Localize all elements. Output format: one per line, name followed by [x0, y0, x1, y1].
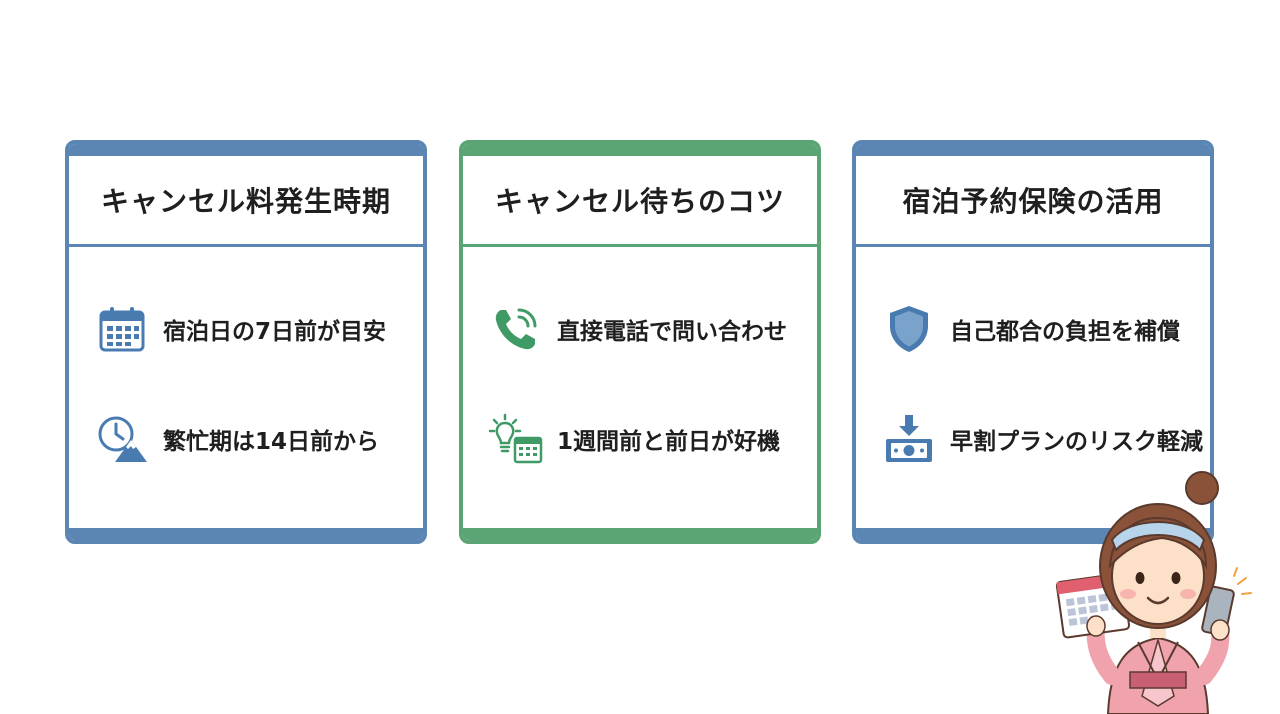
card-title: キャンセル料発生時期 [69, 156, 423, 247]
lightbulb-calendar-icon [489, 412, 543, 466]
card-cancellation-fee-timing: キャンセル料発生時期 宿泊日の7日前が目安 [65, 140, 427, 544]
card-item-text: 1週間前と前日が好機 [557, 429, 781, 455]
clock-mountain-icon [95, 412, 149, 466]
card-item-text: 自己都合の負担を補償 [950, 319, 1180, 345]
card-item: 1週間前と前日が好機 [489, 409, 807, 469]
shield-icon [882, 302, 936, 356]
card-item-text: 早割プランのリスク軽減 [950, 429, 1203, 455]
money-download-icon [882, 412, 936, 466]
card-item-text: 宿泊日の7日前が目安 [163, 319, 387, 345]
card-item-text: 繁忙期は14日前から [163, 429, 380, 455]
card-item: 自己都合の負担を補償 [882, 299, 1200, 359]
card-waitlist-tips: キャンセル待ちのコツ 直接電話で問い合わせ [459, 140, 821, 544]
card-item: 繁忙期は14日前から [95, 409, 413, 469]
card-booking-insurance: 宿泊予約保険の活用 自己都合の負担を補償 早割プランのリスク軽減 [852, 140, 1214, 544]
card-item: 直接電話で問い合わせ [489, 299, 807, 359]
mascot-illustration [1055, 471, 1252, 714]
card-title: キャンセル待ちのコツ [463, 156, 817, 247]
calendar-icon [95, 302, 149, 356]
card-item: 宿泊日の7日前が目安 [95, 299, 413, 359]
card-title: 宿泊予約保険の活用 [856, 156, 1210, 247]
phone-icon [489, 302, 543, 356]
card-item-text: 直接電話で問い合わせ [557, 319, 787, 345]
card-item: 早割プランのリスク軽減 [882, 409, 1203, 469]
